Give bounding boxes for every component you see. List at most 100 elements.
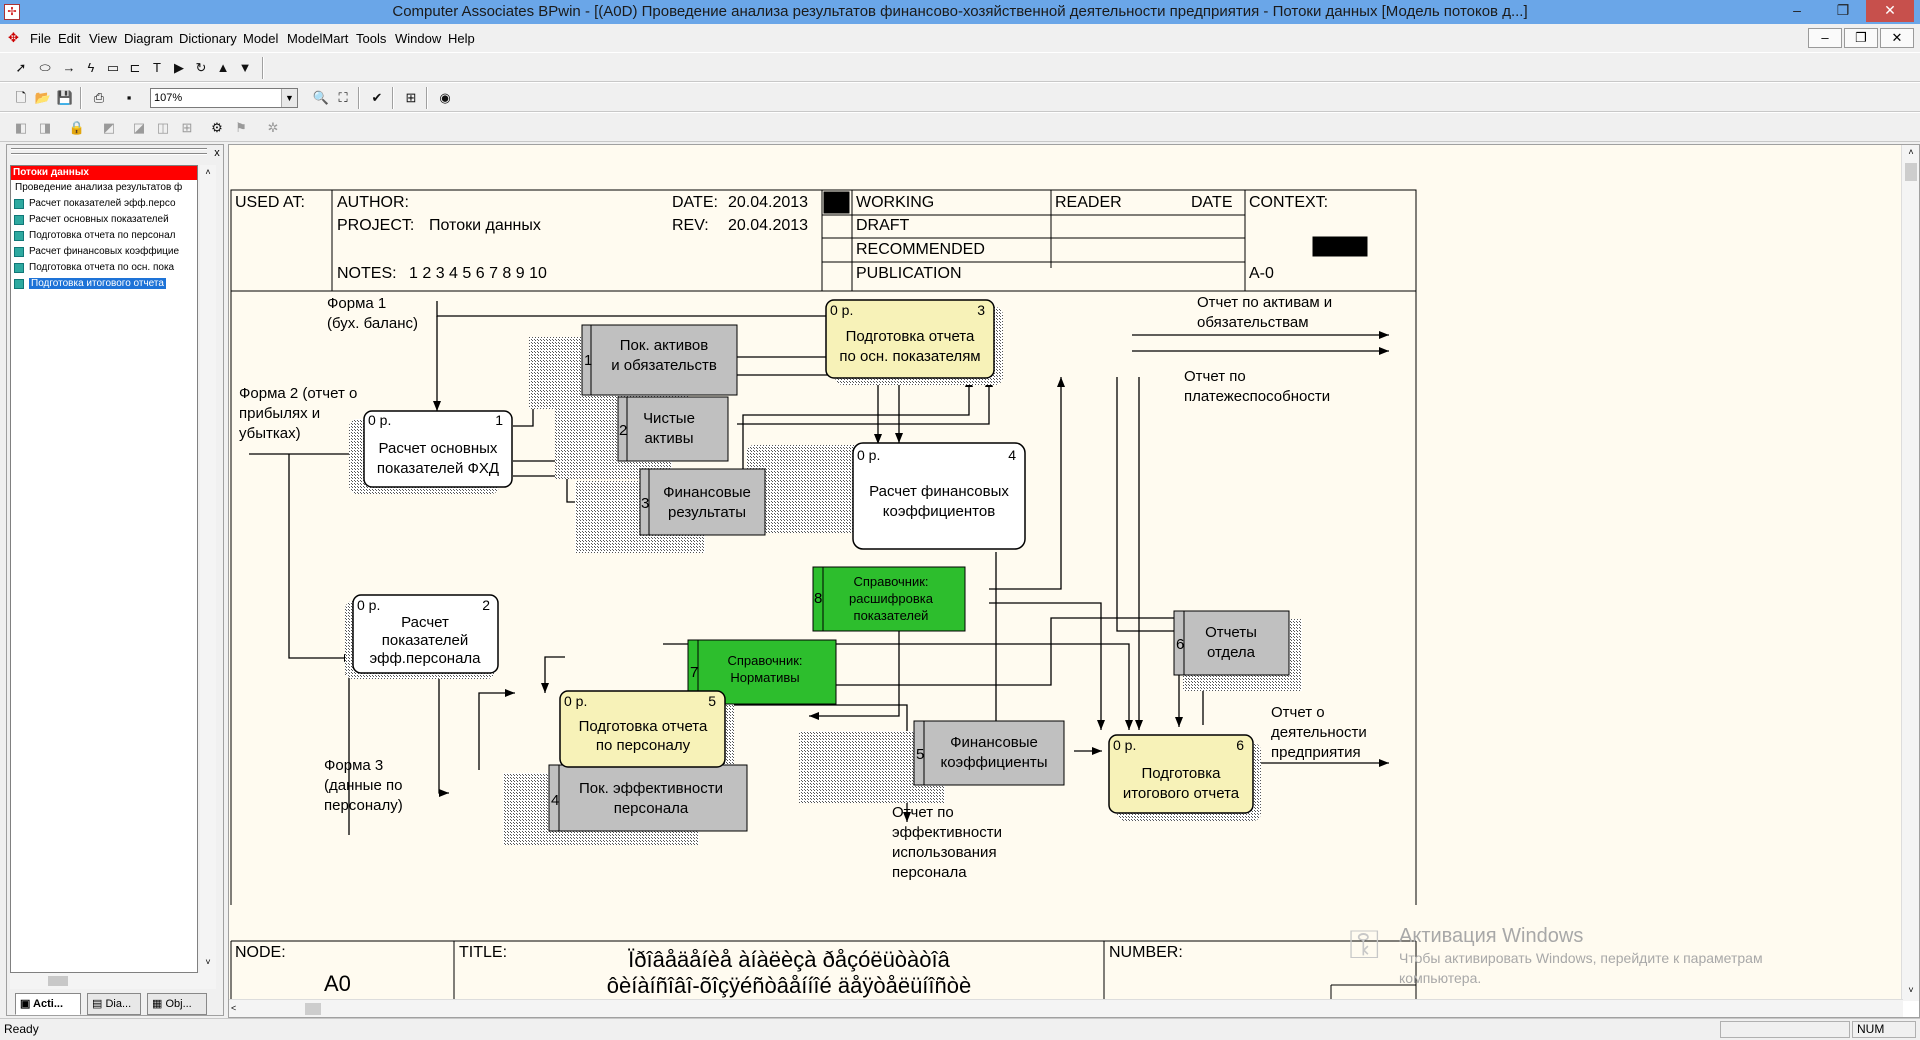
new-file-icon[interactable]: 🗋 xyxy=(15,90,27,105)
tree-item[interactable]: Подготовка отчета по персонал xyxy=(11,228,197,244)
activity-box-2[interactable]: 0 р. 2 Расчет показателей эфф.персонала xyxy=(352,594,499,674)
mm-disconnect-icon[interactable]: ◨ xyxy=(38,120,52,135)
activity-box-6[interactable]: 0 р. 6 Подготовка итогового отчета xyxy=(1108,734,1254,814)
document-system-icon[interactable]: ✥ xyxy=(8,30,19,45)
squiggle-tool-icon[interactable]: ϟ xyxy=(87,60,95,75)
menu-window[interactable]: Window xyxy=(395,31,442,46)
go-parent-icon[interactable]: ▲ xyxy=(216,60,230,75)
mm-open-icon[interactable]: ◩ xyxy=(102,120,116,135)
canvas-horizontal-scrollbar[interactable]: ˂ xyxy=(229,999,1903,1017)
chevron-up-icon[interactable]: ˄ xyxy=(1908,147,1914,157)
zoom-select[interactable]: 107% ▼ xyxy=(150,88,298,108)
svg-text:персоналу): персоналу) xyxy=(324,797,403,814)
arrow-tool-icon[interactable]: → xyxy=(62,60,76,75)
mm-save-icon[interactable]: ◪ xyxy=(132,120,146,135)
data-store-6[interactable]: 6 Отчеты отдела xyxy=(1173,610,1290,676)
activity-box-4[interactable]: 0 р. 4 Расчет финансовых коэффициентов xyxy=(852,442,1026,550)
tab-activities[interactable]: ▣ Acti... xyxy=(15,993,81,1015)
pointer-tool-icon[interactable]: ➚ xyxy=(15,60,27,75)
chevron-left-icon[interactable]: ˂ xyxy=(231,1003,237,1013)
svg-text:эффективности: эффективности xyxy=(892,824,1002,841)
activity-box-3[interactable]: 0 р. 3 Подготовка отчета по осн. показат… xyxy=(825,299,995,379)
window-minimize-button[interactable]: – xyxy=(1793,2,1801,18)
menu-help[interactable]: Help xyxy=(448,31,475,46)
zoom-fit-icon[interactable]: ⛶ xyxy=(338,90,348,105)
text-tool-icon[interactable]: T xyxy=(153,60,161,75)
standard-toolbar: 🗋 📂 💾 ⎙ ▪ 107% ▼ 🔍 ⛶ ✔ ⊞ ◉ xyxy=(0,82,1920,112)
data-store-2[interactable]: 2 Чистые активы xyxy=(617,396,729,462)
explorer-horizontal-scrollbar[interactable] xyxy=(10,973,216,989)
window-restore-button[interactable]: ❐ xyxy=(1836,2,1850,18)
data-store-5[interactable]: 5 Финансовые коэффициенты xyxy=(913,720,1065,786)
document-restore-button[interactable]: ❐ xyxy=(1844,28,1878,48)
tree-item-parent[interactable]: Проведение анализа результатов ф xyxy=(15,182,183,193)
scroll-thumb[interactable] xyxy=(1905,163,1917,181)
activity-box-1[interactable]: 0 р. 1 Расчет основных показателей ФХД xyxy=(363,410,513,488)
key-icon: ⚿ xyxy=(1349,923,1380,967)
data-store-number: 5 xyxy=(916,746,924,763)
activity-box-5[interactable]: 0 р. 5 Подготовка отчета по персоналу xyxy=(559,690,726,768)
off-page-reference-tool-icon[interactable]: ▶ xyxy=(174,60,184,75)
spell-check-icon[interactable]: ✔ xyxy=(371,90,383,105)
canvas-vertical-scrollbar[interactable]: ˄ ˅ xyxy=(1901,145,1919,1001)
tree-item[interactable]: Расчет показателей эфф.персо xyxy=(11,196,197,212)
menu-diagram[interactable]: Diagram xyxy=(124,31,174,46)
data-store-label: Пок. активов xyxy=(620,337,708,354)
activity-tool-icon[interactable]: ⬭ xyxy=(39,60,51,75)
mm-grid-icon[interactable]: ⊞ xyxy=(181,120,193,135)
menu-file[interactable]: File xyxy=(30,31,51,46)
model-explorer-icon[interactable]: ⊞ xyxy=(405,90,417,105)
menu-edit[interactable]: Edit xyxy=(58,31,81,46)
mm-connect-icon[interactable]: ◧ xyxy=(14,120,28,135)
close-icon[interactable]: x xyxy=(214,147,220,159)
status-recommended: RECOMMENDED xyxy=(856,241,985,258)
refresh-tool-icon[interactable]: ↻ xyxy=(195,60,207,75)
scroll-thumb[interactable] xyxy=(305,1003,321,1015)
data-store-1[interactable]: 1 Пок. активов и обязательств xyxy=(581,324,738,396)
data-store-3[interactable]: 3 Финансовые результаты xyxy=(639,468,766,536)
menu-model[interactable]: Model xyxy=(243,31,279,46)
save-icon[interactable]: 💾 xyxy=(56,90,74,105)
print-icon[interactable]: ⎙ xyxy=(93,90,105,105)
tab-diagrams[interactable]: ▤ Dia... xyxy=(87,993,141,1015)
lock-icon[interactable]: 🔒 xyxy=(68,120,86,135)
tree-item[interactable]: Расчет финансовых коэффицие xyxy=(11,244,197,260)
window-close-button[interactable]: ✕ xyxy=(1866,0,1914,22)
diagram-canvas[interactable]: USED AT: AUTHOR: PROJECT: Потоки данных … xyxy=(229,145,1903,1001)
mm-users-icon[interactable]: ⚙ xyxy=(211,120,223,135)
chevron-up-icon[interactable]: ˄ xyxy=(205,167,211,177)
tree-item[interactable]: Расчет основных показателей xyxy=(11,212,197,228)
chevron-down-icon[interactable]: ˅ xyxy=(1908,985,1914,995)
mm-security-icon[interactable]: ⚑ xyxy=(235,120,247,135)
menu-modelmart[interactable]: ModelMart xyxy=(287,31,349,46)
menu-view[interactable]: View xyxy=(89,31,117,46)
modelmart-icon[interactable]: ◉ xyxy=(439,90,451,105)
data-store-8[interactable]: 8 Справочник: расшифровка показателей xyxy=(812,566,966,632)
color-palette-icon[interactable]: ▪ xyxy=(126,90,132,105)
tree-root-item[interactable]: Потоки данных xyxy=(11,166,197,180)
data-store-4[interactable]: 4 Пок. эффективности персонала xyxy=(548,764,748,832)
document-minimize-button[interactable]: – xyxy=(1808,28,1842,48)
data-store-7[interactable]: 7 Справочник: Нормативы xyxy=(687,639,837,705)
external-reference-tool-icon[interactable]: ▭ xyxy=(106,60,120,75)
menu-tools[interactable]: Tools xyxy=(356,31,387,46)
explorer-vertical-scrollbar[interactable]: ˄ ˅ xyxy=(200,165,216,973)
tree-item[interactable]: Подготовка отчета по осн. пока xyxy=(11,260,197,276)
bpwin-app-icon[interactable]: ✢ xyxy=(4,4,20,20)
tree-item-selected[interactable]: Подготовка итогового отчета xyxy=(11,276,197,292)
document-close-button[interactable]: ✕ xyxy=(1880,28,1914,48)
scroll-thumb[interactable] xyxy=(48,976,68,986)
data-store-tool-icon[interactable]: ⊏ xyxy=(129,60,141,75)
open-folder-icon[interactable]: 📂 xyxy=(34,90,52,105)
go-child-icon[interactable]: ▼ xyxy=(238,60,252,75)
tab-objects[interactable]: ▦ Obj... xyxy=(147,993,207,1015)
zoom-in-icon[interactable]: 🔍 xyxy=(312,90,330,105)
mm-options-icon[interactable]: ✲ xyxy=(267,120,279,135)
chevron-down-icon[interactable]: ▼ xyxy=(281,89,297,107)
chevron-down-icon[interactable]: ˅ xyxy=(205,957,211,967)
mm-merge-icon[interactable]: ◫ xyxy=(156,120,170,135)
data-store-label: расшифровка xyxy=(849,591,934,606)
status-num-indicator: NUM xyxy=(1852,1021,1916,1038)
activity-cost: 0 р. xyxy=(368,412,391,428)
menu-dictionary[interactable]: Dictionary xyxy=(179,31,237,46)
